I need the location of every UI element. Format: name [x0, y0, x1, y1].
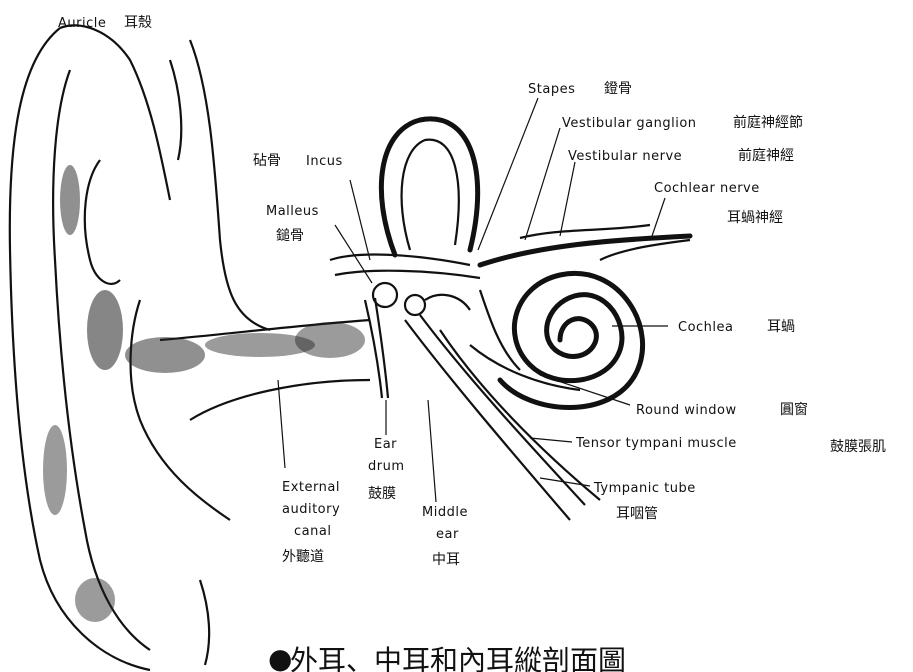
- label-middle-ear-1: Middle: [422, 505, 468, 520]
- label-cochlear-nerve-zh: 耳蝸神經: [727, 210, 783, 226]
- label-cochlea: Cochlea: [678, 320, 734, 335]
- label-malleus-zh: 鎚骨: [276, 228, 304, 244]
- label-ear-drum-1: Ear: [374, 437, 397, 452]
- caption-text: 外耳、中耳和內耳縱剖面圖: [290, 644, 626, 672]
- label-external-canal-3: canal: [294, 524, 331, 539]
- label-ear-drum-2: drum: [368, 459, 405, 474]
- label-cochlea-zh: 耳蝸: [767, 319, 795, 335]
- label-vestibular-ganglion-zh: 前庭神經節: [733, 114, 803, 131]
- label-auricle-zh: 耳殼: [124, 15, 152, 31]
- label-tensor-tympani: Tensor tympani muscle: [575, 436, 737, 451]
- label-stapes: Stapes: [528, 82, 575, 97]
- label-incus: Incus: [306, 154, 343, 169]
- label-cochlear-nerve: Cochlear nerve: [654, 181, 760, 196]
- auricle-drawing: [10, 25, 370, 670]
- label-ear-drum-zh: 鼓膜: [368, 486, 396, 502]
- label-vestibular-ganglion: Vestibular ganglion: [562, 116, 697, 131]
- label-middle-ear-2: ear: [436, 527, 459, 542]
- label-round-window-zh: 圓窗: [780, 401, 808, 418]
- labels: Auricle 耳殼 Stapes 鐙骨 Vestibular ganglion…: [58, 15, 886, 568]
- label-vestibular-nerve-zh: 前庭神經: [738, 147, 794, 164]
- caption-bullet: ●: [268, 642, 292, 672]
- label-tympanic-tube: Tympanic tube: [593, 481, 696, 496]
- label-middle-ear-zh: 中耳: [432, 552, 460, 568]
- label-auricle: Auricle: [58, 16, 106, 31]
- label-external-canal-zh: 外聽道: [282, 549, 324, 565]
- label-tympanic-tube-zh: 耳咽管: [616, 506, 658, 522]
- label-vestibular-nerve: Vestibular nerve: [568, 149, 682, 164]
- label-round-window: Round window: [636, 403, 737, 418]
- label-stapes-zh: 鐙骨: [604, 81, 632, 97]
- label-malleus: Malleus: [266, 204, 319, 219]
- label-external-canal-2: auditory: [282, 502, 340, 517]
- label-external-canal-1: External: [282, 480, 340, 495]
- label-incus-zh: 砧骨: [253, 153, 281, 169]
- figure-caption: ● 外耳、中耳和內耳縱剖面圖: [268, 642, 626, 672]
- label-tensor-tympani-zh: 鼓膜張肌: [830, 439, 886, 455]
